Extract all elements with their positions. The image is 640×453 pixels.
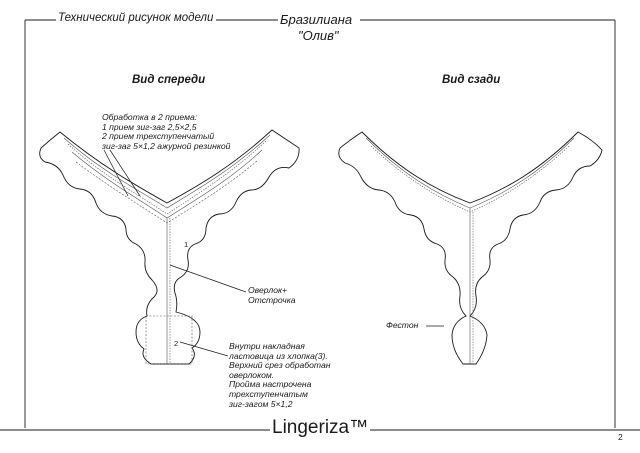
gusset-leader	[179, 341, 229, 357]
seam-leader	[169, 264, 247, 293]
drawing-title: Технический рисунок модели	[58, 12, 214, 24]
edge-finish-note-line: 1 прием зиг-заг 2,5×2,5	[102, 121, 197, 132]
back-view-garment	[338, 131, 603, 365]
edge-finish-note-line: зиг-заг 5×1,2 ажурной резинкой	[102, 140, 231, 151]
front-gusset-outline	[145, 315, 193, 365]
front-view-garment	[39, 129, 300, 365]
gusset-note-line: трехступенчатым	[229, 388, 308, 399]
front-band-line-1	[63, 134, 271, 209]
part-number-1: 1	[184, 240, 189, 249]
front-panel-outline	[39, 129, 300, 365]
gusset-note-line: оверлоком.	[229, 369, 275, 380]
front-leader-lines	[103, 149, 247, 357]
back-waistband-stitching	[365, 137, 575, 364]
page-number: 2	[618, 432, 623, 442]
part-number-2: 2	[174, 339, 179, 348]
seam-note-line: Отстрочка	[248, 294, 296, 305]
model-subtitle: "Олив"	[298, 28, 339, 43]
edge-finish-note-line: 2 прием трехступенчатый	[102, 131, 215, 142]
gusset-note-line: Пройма настрочена	[229, 379, 312, 390]
gusset-note: Внутри накладная ластовица из хлопка(3).…	[229, 341, 331, 409]
back-panel-outline	[338, 131, 603, 365]
edge-finish-note-line: Обработка в 2 приема:	[102, 112, 198, 122]
brand-logo-text: Lingeriza™	[272, 417, 369, 438]
gusset-note-line: зиг-загом 5×1,2	[229, 398, 293, 409]
frame-lines	[0, 19, 640, 431]
model-name: Бразилиана	[280, 12, 353, 27]
seam-note: Оверлок+ Отстрочка	[248, 285, 296, 305]
gusset-note-line: Верхний срез обработан	[229, 360, 331, 371]
seam-note-line: Оверлок+	[248, 285, 288, 295]
back-view-label: Вид сзади	[442, 74, 501, 86]
front-view-label: Вид спереди	[132, 74, 206, 86]
edge-finish-note: Обработка в 2 приема: 1 прием зиг-заг 2,…	[102, 112, 231, 151]
front-inner-details	[145, 218, 193, 365]
gusset-note-line: ластовица из хлопка(3).	[229, 350, 328, 361]
edge-finish-leader-1	[109, 149, 141, 197]
gusset-note-line: Внутри накладная	[229, 341, 305, 351]
edge-finish-leader-2	[103, 149, 129, 197]
scallop-note: Фестон	[386, 320, 419, 330]
